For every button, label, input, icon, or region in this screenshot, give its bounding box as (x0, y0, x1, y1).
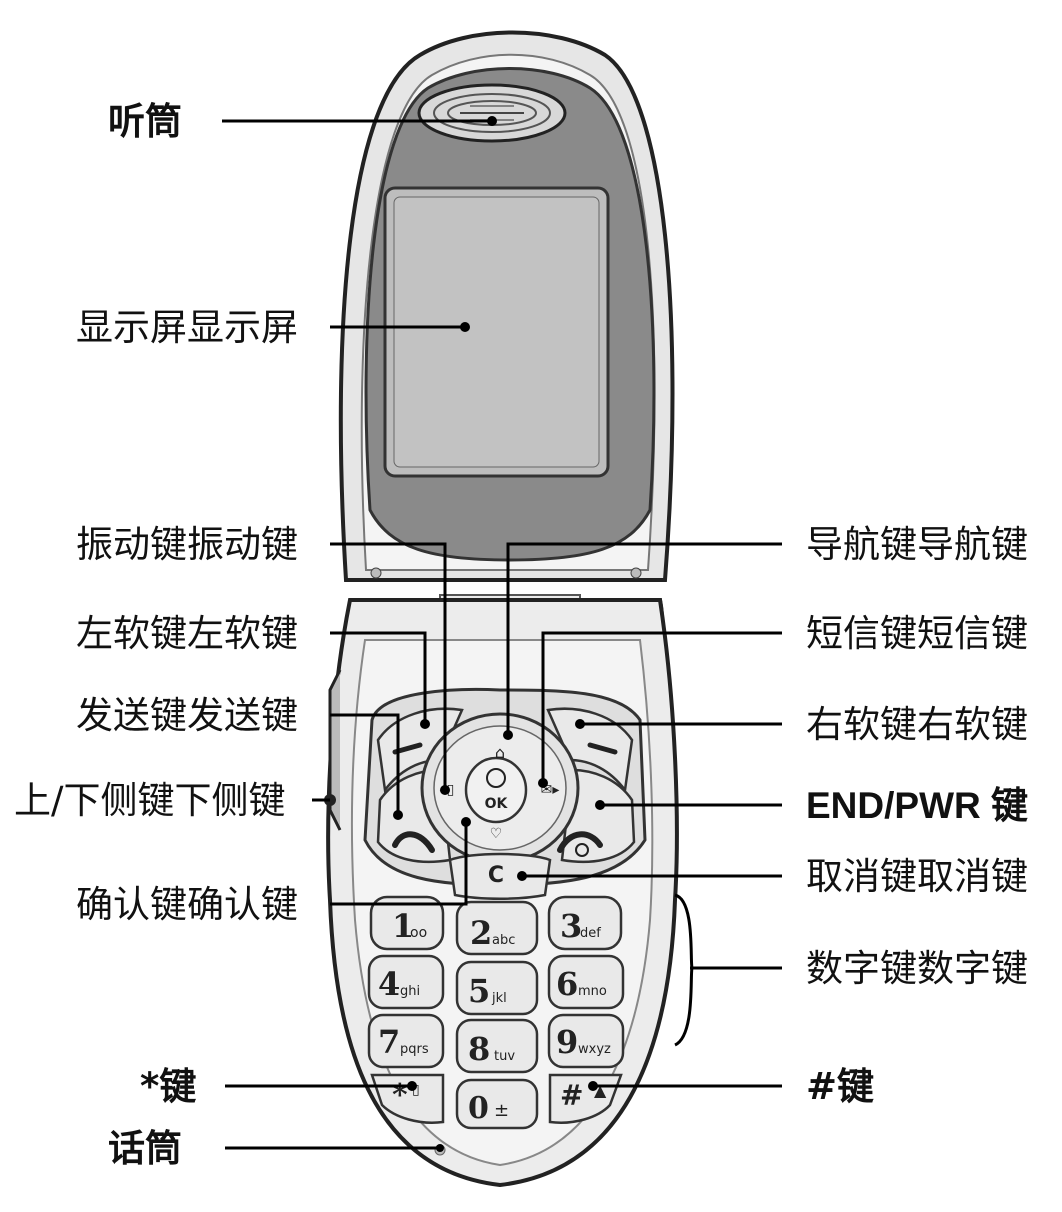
key-4[interactable] (367, 954, 445, 1010)
leader-dots (393, 116, 605, 1152)
key-star-digit: * (392, 1078, 408, 1113)
side-keys-label: 上/下侧键下侧键 (14, 779, 286, 822)
ok-button[interactable] (464, 756, 528, 824)
key-1-digit: 1 (392, 907, 414, 945)
key-7[interactable] (367, 1013, 445, 1069)
key-6-sub: mno (578, 984, 607, 999)
key-3-digit: 3 (560, 907, 582, 945)
key-9[interactable] (547, 1013, 625, 1069)
display-label: 显示屏显示屏 (76, 306, 298, 349)
cancel-key-label: 取消键取消键 (806, 855, 1028, 898)
ok-key-callout: 确认键确认键 (76, 883, 298, 926)
key-0-sub: ± (494, 1100, 509, 1121)
sms-key-label: 短信键短信键 (806, 612, 1028, 655)
number-keypad: 1 oo 2 abc 3 def 4 ghi 5 jkl 6 mno 7 pqr… (367, 895, 625, 1130)
key-1-sub: oo (410, 925, 427, 941)
key-2-digit: 2 (470, 914, 492, 952)
clear-key-label: C (488, 863, 504, 888)
key-8[interactable] (455, 1018, 539, 1074)
end-pwr-key-label: END/PWR 键 (806, 785, 1028, 826)
phone-body: OK ⌂ ◂▯ ✉▸ ♡ C 1 oo 2 abc 3 (324, 598, 679, 1188)
key-6-digit: 6 (556, 965, 578, 1003)
right-soft-key-label: 右软键右软键 (806, 703, 1028, 746)
key-7-sub: pqrs (400, 1042, 429, 1057)
favorite-icon: ♡ (490, 826, 503, 842)
key-7-digit: 7 (378, 1023, 400, 1061)
ok-key-label: OK (485, 796, 509, 812)
key-9-sub: wxyz (578, 1042, 611, 1057)
right-soft-key-shape[interactable] (546, 707, 634, 794)
hash-key-label: #键 (806, 1065, 875, 1108)
key-2-sub: abc (492, 933, 515, 948)
side-volume-key[interactable] (328, 669, 342, 831)
key-1[interactable] (369, 895, 445, 951)
leader-lines (222, 119, 782, 1150)
earpiece-label: 听筒 (108, 100, 182, 143)
key-8-digit: 8 (468, 1030, 490, 1068)
key-3[interactable] (547, 895, 623, 951)
key-3-sub: def (580, 926, 601, 941)
star-key-label: *键 (140, 1065, 197, 1108)
end-key-shape[interactable] (560, 768, 636, 864)
key-5[interactable] (455, 960, 539, 1016)
key-0[interactable] (455, 1078, 539, 1130)
silent-icon: ▯ (412, 1082, 420, 1098)
earpiece-speaker (417, 83, 567, 143)
key-9-digit: 9 (556, 1023, 578, 1061)
vibrate-key-label: 振动键振动键 (76, 523, 298, 566)
key-4-digit: 4 (378, 965, 400, 1003)
key-5-digit: 5 (468, 972, 490, 1010)
key-5-sub: jkl (491, 991, 507, 1006)
key-hash-digit: # (560, 1079, 583, 1112)
left-soft-key-label: 左软键左软键 (76, 612, 298, 655)
key-6[interactable] (547, 954, 625, 1010)
send-key-label: 发送键发送键 (76, 694, 298, 737)
nav-up-icon: ⌂ (495, 743, 505, 762)
nav-key-label: 导航键导航键 (806, 523, 1028, 566)
key-4-sub: ghi (400, 984, 420, 999)
key-2[interactable] (455, 900, 539, 956)
phone-lid (338, 30, 675, 582)
number-keys-label: 数字键数字键 (806, 947, 1028, 990)
key-8-sub: tuv (494, 1049, 515, 1064)
key-0-digit: 0 (468, 1091, 489, 1126)
microphone-label: 话筒 (108, 1127, 182, 1170)
